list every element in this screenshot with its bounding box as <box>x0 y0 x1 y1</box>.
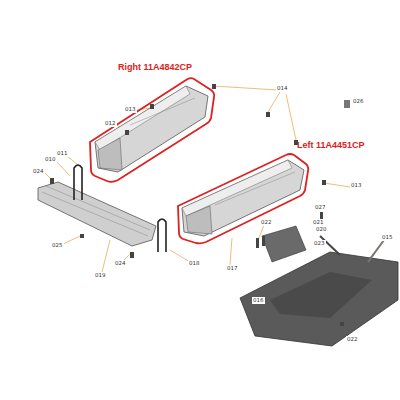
callout-number: 019 <box>94 272 107 279</box>
callout-number: 024 <box>114 260 127 267</box>
front-crossbar <box>38 182 156 246</box>
callout-number: 016 <box>252 297 265 304</box>
callout-number: 012 <box>104 120 117 127</box>
callout-number: 027 <box>314 204 327 211</box>
callout-number: 018 <box>188 260 201 267</box>
callout-number: 015 <box>381 234 394 241</box>
callout-number: 011 <box>56 150 69 157</box>
part-outline: Left 11A4451CP <box>172 140 372 246</box>
u-bolts <box>74 165 166 252</box>
callout-number: 021 <box>312 219 325 226</box>
callout-number: 025 <box>51 242 64 249</box>
callout-number: 017 <box>226 265 239 272</box>
callout-number: 022 <box>346 336 359 343</box>
callout-number: 024 <box>32 168 45 175</box>
callout-number: 020 <box>315 226 328 233</box>
part-number-label: Left 11A4451CP <box>297 140 365 150</box>
frame-rail-left <box>182 160 304 236</box>
callout-number: 010 <box>44 156 57 163</box>
callout-number: 014 <box>276 85 289 92</box>
callout-number: 026 <box>352 98 365 105</box>
callout-number: 013 <box>124 106 137 113</box>
skid-plate <box>240 226 398 346</box>
callout-number: 013 <box>350 182 363 189</box>
part-number-label: Right 11A4842CP <box>118 62 192 72</box>
frame-rail-right <box>95 86 208 172</box>
callout-number: 022 <box>260 219 273 226</box>
callout-number: 023 <box>313 240 326 247</box>
fasteners <box>50 84 350 326</box>
wrench <box>368 240 384 262</box>
